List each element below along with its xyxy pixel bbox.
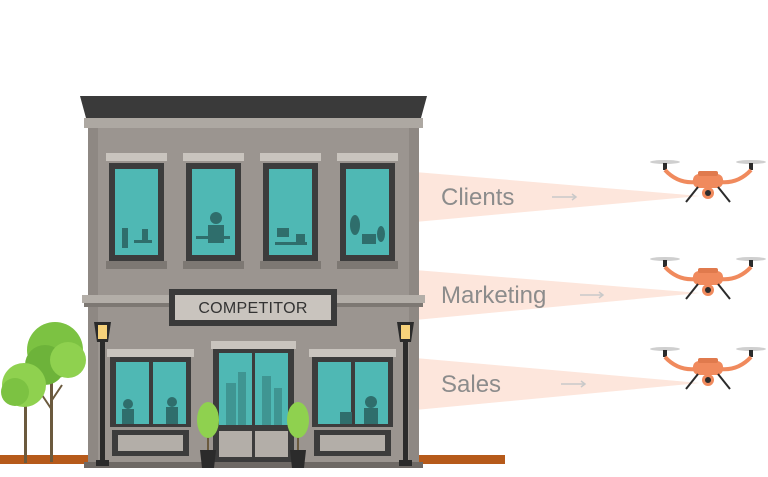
window <box>260 153 321 269</box>
street-lamp-icon <box>397 322 414 466</box>
window <box>106 153 167 269</box>
competitor-sign: COMPETITOR <box>169 289 337 326</box>
arrow-right-icon <box>580 291 605 299</box>
street-lamp-icon <box>94 322 111 466</box>
beam-sales <box>415 358 700 410</box>
lower-window-left <box>107 349 194 456</box>
sign-text: COMPETITOR <box>198 300 307 317</box>
roof <box>80 96 427 118</box>
beam-label-clients: Clients <box>441 184 578 211</box>
window <box>183 153 244 269</box>
label-marketing: Marketing <box>441 282 546 309</box>
arrow-right-icon <box>561 380 587 388</box>
potted-plant-icon <box>287 402 309 468</box>
lower-window-right <box>309 349 396 456</box>
building: COMPETITOR <box>80 96 427 468</box>
label-clients: Clients <box>441 184 514 211</box>
entrance-door <box>211 341 296 462</box>
arrow-right-icon <box>552 193 578 201</box>
tree-icon <box>1 363 46 463</box>
beam-marketing <box>415 270 700 320</box>
beam-label-marketing: Marketing <box>441 282 605 309</box>
window <box>337 153 398 269</box>
label-sales: Sales <box>441 371 501 398</box>
beam-label-sales: Sales <box>441 371 587 398</box>
upper-windows <box>106 153 398 269</box>
potted-plant-icon <box>197 402 219 468</box>
